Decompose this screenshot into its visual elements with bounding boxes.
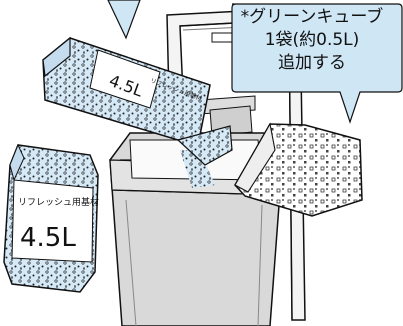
callout-line-1: *グリーンキューブ — [240, 7, 384, 27]
falling-granules — [180, 150, 215, 188]
callout-line-2: 1袋(約0.5L) — [264, 30, 360, 50]
callout-line-3: 追加する — [278, 53, 346, 73]
bag-icon-front: リフレッシュ用基材 4.5L — [3, 143, 99, 293]
sachet-icon — [234, 122, 363, 217]
callout-text: *グリーンキューブ 1袋(約0.5L) 追加する — [228, 6, 396, 75]
callout-bubble — [231, 3, 403, 124]
front-bag-volume: 4.5L — [20, 223, 76, 253]
front-bag-label: リフレッシュ用基材 — [18, 196, 99, 208]
callout-tail-left — [107, 0, 141, 40]
bag-icon: リフレッシュ用基材 4.5L — [42, 36, 233, 166]
